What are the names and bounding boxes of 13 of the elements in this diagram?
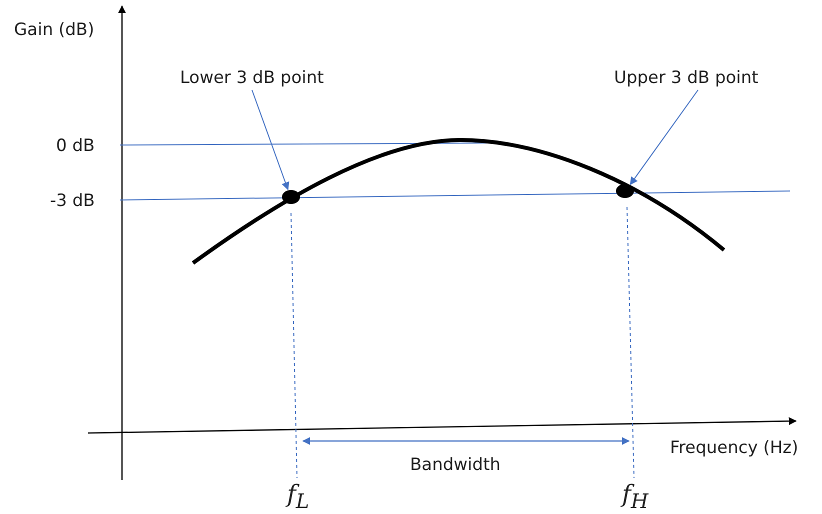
leader-arrow bbox=[252, 90, 290, 190]
frequency-symbol: f$_{H}$ bbox=[622, 480, 648, 513]
point-marker bbox=[616, 184, 634, 198]
tick-label: -3 dB bbox=[50, 191, 95, 211]
leader-arrow bbox=[630, 90, 698, 186]
axis-title: Frequency (Hz) bbox=[670, 438, 798, 458]
point-marker bbox=[282, 190, 300, 204]
tick-label: 0 dB bbox=[56, 136, 95, 156]
callout-text: Lower 3 dB point bbox=[180, 68, 324, 88]
dimension-label: Bandwidth bbox=[410, 455, 501, 475]
axis-title: Gain (dB) bbox=[14, 20, 94, 40]
frequency-symbol: f$_{L}$ bbox=[287, 480, 310, 513]
callout-text: Upper 3 dB point bbox=[614, 68, 758, 88]
